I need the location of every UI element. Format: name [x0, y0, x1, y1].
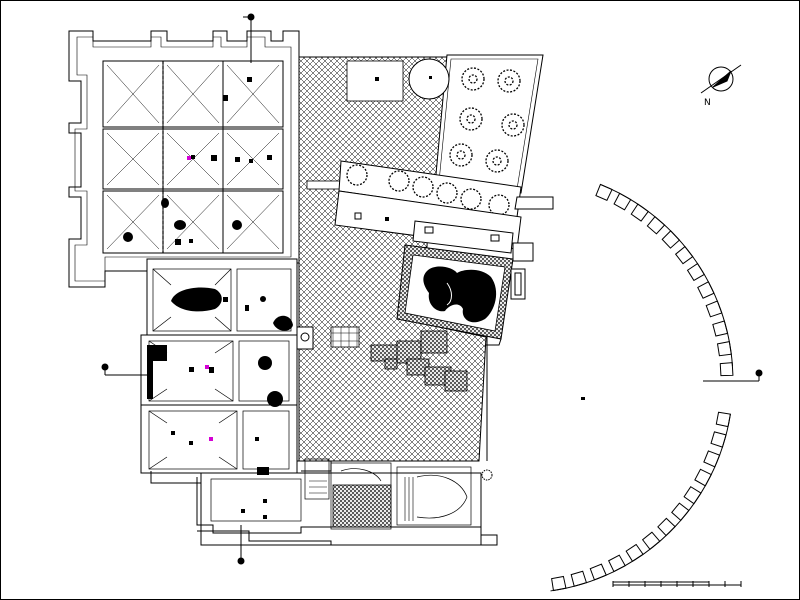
south-wall — [196, 477, 498, 546]
colonnade-pier — [697, 281, 715, 299]
colonnade-pier — [630, 203, 649, 222]
colonnade-pier — [661, 230, 681, 249]
colonnade-pier — [719, 362, 734, 377]
west-block-columns — [123, 77, 272, 245]
section-marker-left — [101, 363, 149, 376]
arc-colonnade — [550, 183, 734, 592]
section-marker-bottom — [237, 525, 245, 565]
reflecting-pool — [412, 220, 514, 254]
south-garden-hatch — [332, 484, 392, 528]
sw-rooms — [140, 258, 482, 546]
east-annexes — [510, 196, 554, 300]
colonnade-line — [550, 414, 731, 592]
north-label: N — [704, 98, 711, 108]
magenta-marker-2 — [205, 365, 209, 369]
north-arrow-icon — [700, 64, 742, 94]
colonnade-pier — [716, 341, 732, 357]
colonnade-pier — [710, 431, 727, 448]
scale-bar-icon — [612, 581, 742, 587]
colonnade-pier — [686, 262, 705, 282]
colonnade-pier — [641, 531, 661, 551]
sw-solid-features — [147, 287, 363, 519]
west-block — [68, 30, 300, 288]
colonnade-pier — [570, 570, 588, 587]
colonnade-pier — [671, 502, 690, 522]
colonnade-line — [600, 183, 733, 367]
colonnade-pier — [625, 543, 644, 563]
tree-icon — [449, 67, 525, 173]
colonnade-pier — [607, 554, 626, 573]
pond — [423, 266, 497, 323]
colonnade-pier — [694, 468, 712, 487]
section-marker-right — [703, 369, 763, 382]
colonnade-pier — [646, 215, 666, 235]
colonnade-pier — [589, 563, 607, 581]
south-stair — [309, 477, 414, 521]
colonnade-pier — [657, 517, 676, 537]
colonnade-pier — [703, 450, 721, 468]
colonnade-pier — [595, 183, 613, 202]
ne-garden — [434, 54, 544, 194]
parterre — [370, 330, 468, 392]
colonnade-pier — [613, 192, 632, 211]
section-marker-top — [243, 13, 255, 63]
magenta-marker — [187, 156, 191, 160]
colonnade-pier — [705, 300, 723, 318]
magenta-marker-3 — [209, 437, 213, 441]
colonnade-pier — [674, 245, 694, 265]
courtyard-small-features — [296, 77, 379, 350]
colonnade-pier — [683, 486, 702, 505]
